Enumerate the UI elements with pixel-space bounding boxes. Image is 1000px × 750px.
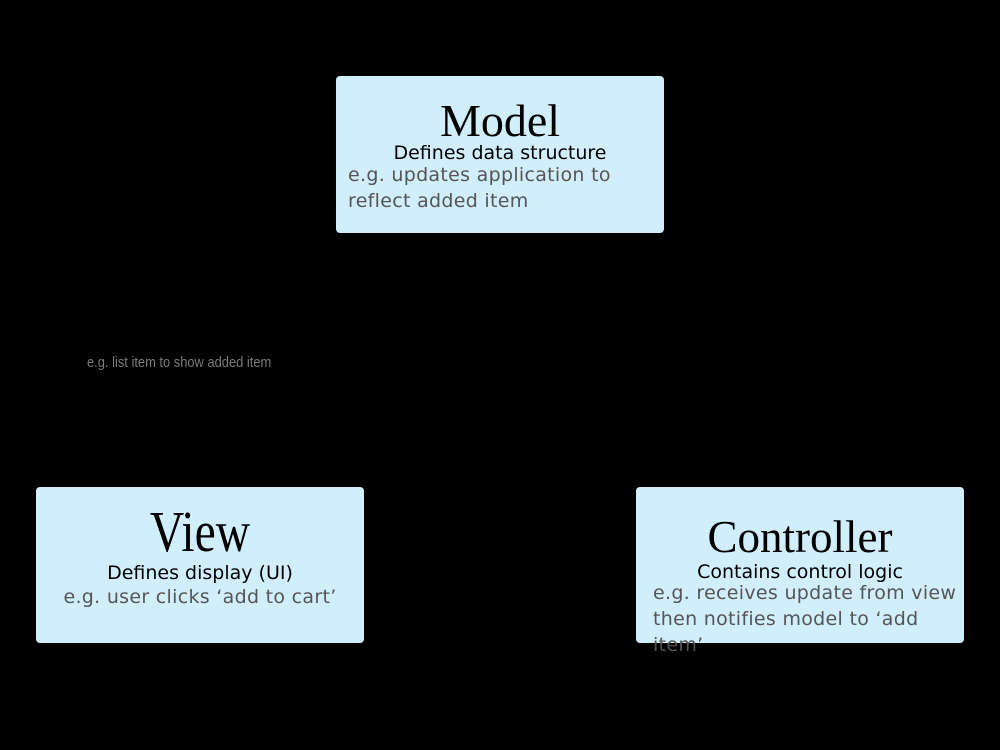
view-box: View Defines display (UI) e.g. user clic… — [36, 487, 364, 643]
view-example: e.g. user clicks ‘add to cart’ — [63, 586, 337, 608]
view-subtitle: Defines display (UI) — [107, 562, 293, 584]
controller-title: Controller — [707, 512, 893, 562]
view-update-note: e.g. list item to show added item — [87, 354, 272, 371]
view-title: View — [149, 499, 251, 564]
model-subtitle: Defines data structure — [393, 142, 607, 164]
controller-example: e.g. receives update from view then noti… — [653, 582, 957, 656]
model-box: Model Defines data structure e.g. update… — [336, 76, 664, 233]
model-example: e.g. updates application to reflect adde… — [348, 164, 611, 212]
controller-subtitle: Contains control logic — [697, 561, 903, 583]
model-title: Model — [439, 95, 561, 146]
controller-box: Controller Contains control logic e.g. r… — [636, 487, 964, 656]
